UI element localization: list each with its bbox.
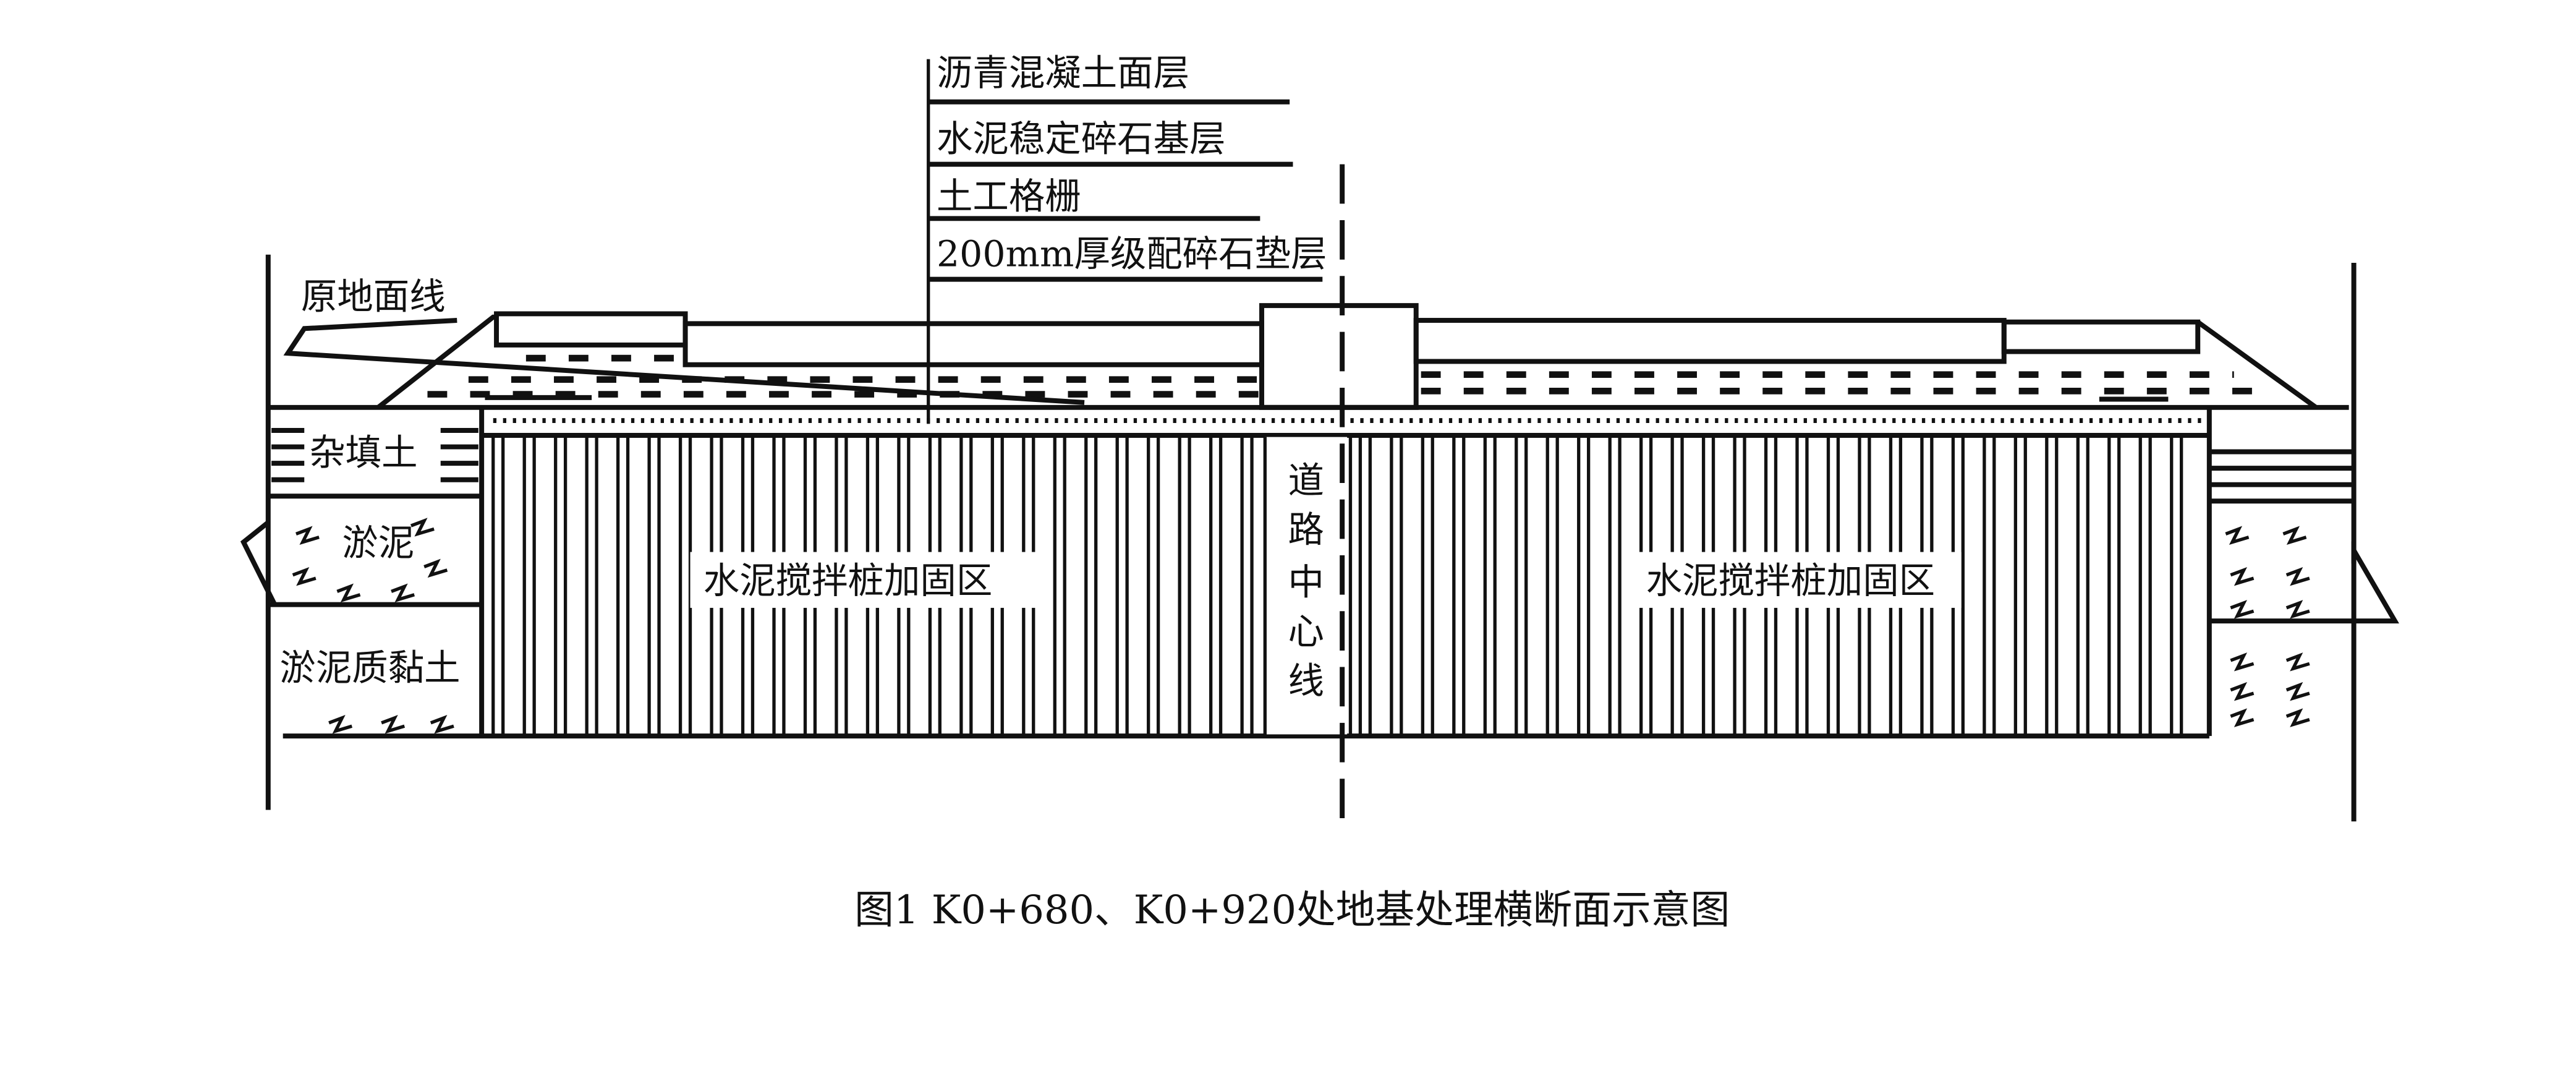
left-soil-column: 杂填土 淤泥 淤泥质黏土: [240, 428, 482, 734]
soil-label-silty-clay: 淤泥质黏土: [279, 647, 460, 689]
svg-text:中: 中: [1288, 562, 1324, 604]
layer-callouts: 沥青混凝土面层 水泥稳定碎石基层 土工格栅 200mm厚级配碎石垫层: [927, 52, 1327, 424]
svg-text:心: 心: [1288, 610, 1324, 652]
original-ground-label: 原地面线: [301, 275, 446, 317]
soil-label-silt: 淤泥: [342, 522, 414, 564]
layer-gravel-cushion: 200mm厚级配碎石垫层: [937, 233, 1327, 275]
zone-label-left: 水泥搅拌桩加固区: [704, 560, 993, 602]
soil-label-fill: 杂填土: [309, 432, 417, 474]
svg-text:路: 路: [1288, 509, 1324, 551]
figure-caption: 图1 K0+680、K0+920处地基处理横断面示意图: [854, 887, 1730, 933]
svg-text:线: 线: [1288, 660, 1324, 702]
svg-text:道: 道: [1288, 459, 1324, 502]
embankment: [376, 303, 2318, 410]
original-ground-line: 原地面线: [283, 275, 1085, 405]
centerline-label: 道 路 中 心 线: [1288, 459, 1324, 702]
centerline-column: [1265, 437, 1348, 735]
zone-label-right: 水泥搅拌桩加固区: [1646, 560, 1936, 602]
layer-geogrid: 土工格栅: [937, 175, 1081, 217]
layer-asphalt: 沥青混凝土面层: [937, 52, 1189, 94]
layer-cement-base: 水泥稳定碎石基层: [937, 118, 1226, 160]
right-soil-column: [2209, 449, 2399, 727]
